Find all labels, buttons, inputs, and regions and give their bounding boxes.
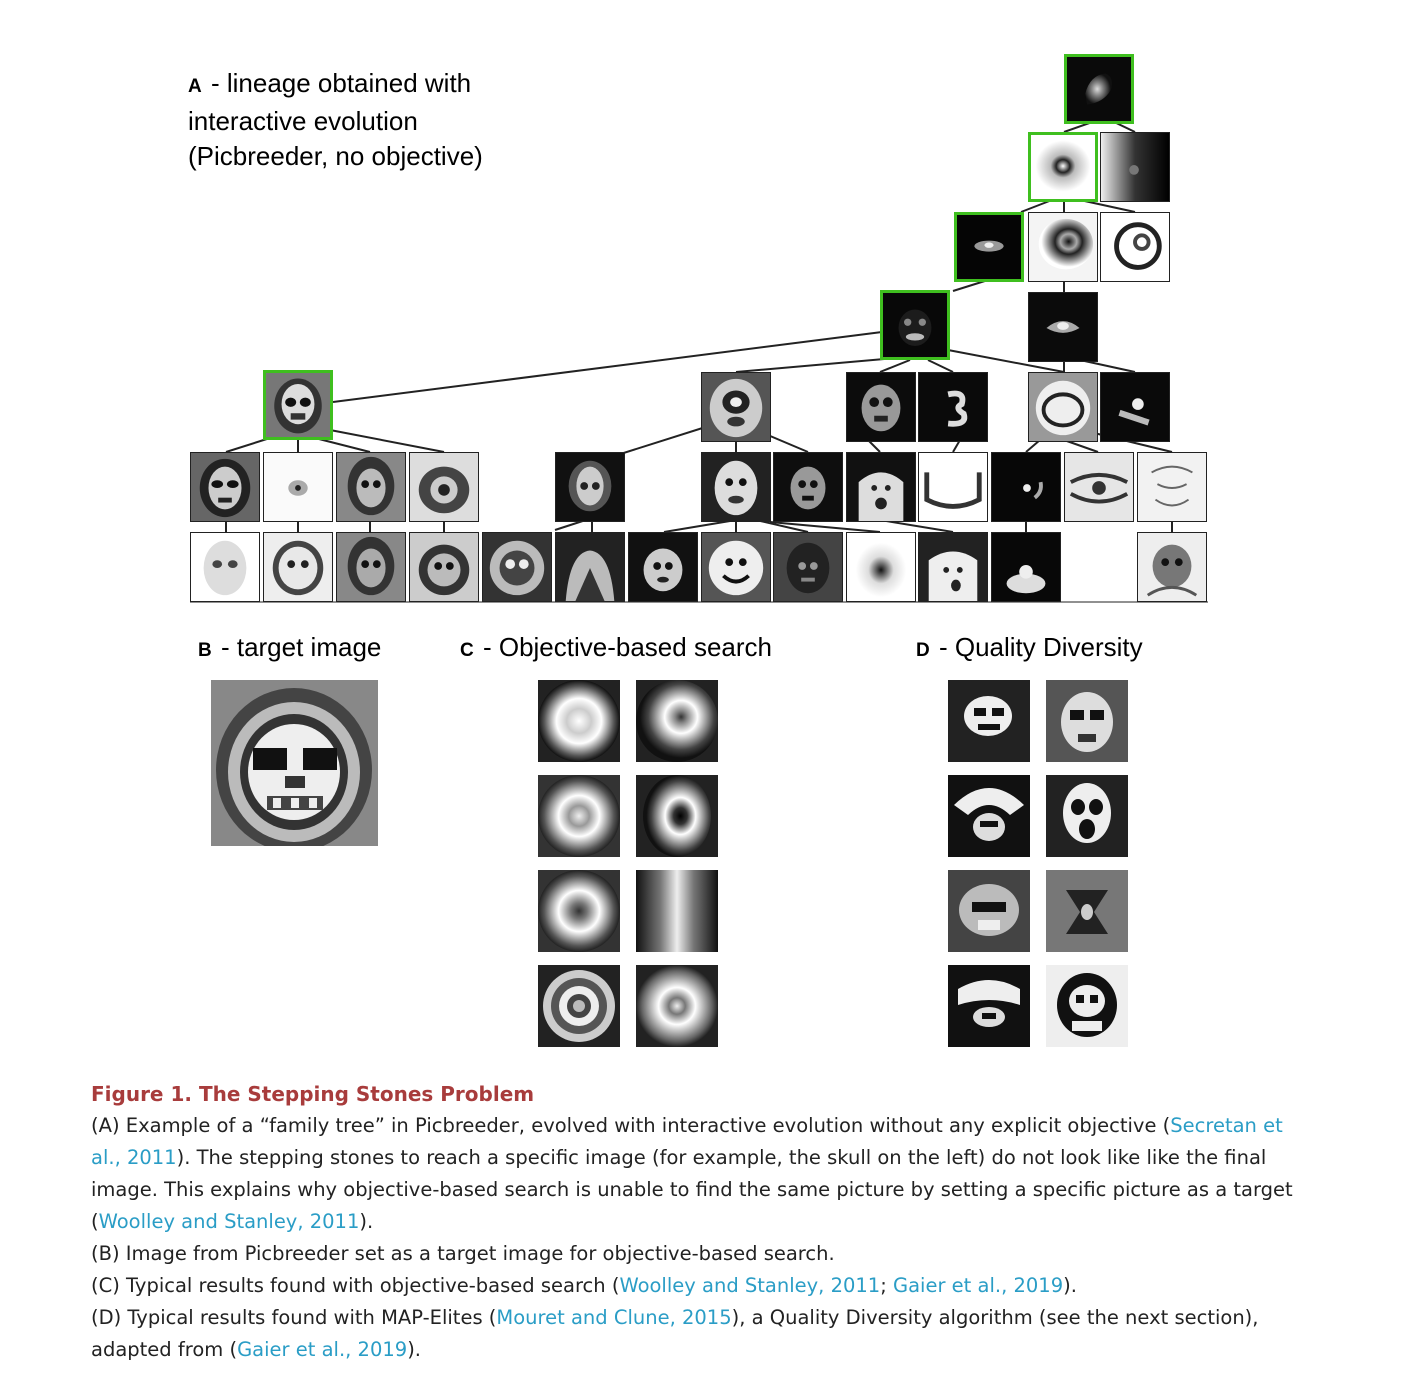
- lineage-image: [1100, 132, 1170, 202]
- caption-a-text: (A) Example of a “family tree” in Picbre…: [91, 1114, 1171, 1137]
- panel-c-text: - Objective-based search: [475, 632, 772, 662]
- lineage-image: [263, 452, 333, 522]
- panel-d-label: D - Quality Diversity: [916, 630, 1143, 668]
- qd-result-image: [1046, 680, 1128, 762]
- lineage-image: [773, 532, 843, 602]
- objective-result-image: [538, 965, 620, 1047]
- qd-result-image: [948, 680, 1030, 762]
- lineage-image: [1100, 212, 1170, 282]
- panel-d-text: - Quality Diversity: [931, 632, 1143, 662]
- lineage-image: [409, 532, 479, 602]
- lineage-image: [701, 372, 771, 442]
- citation-link[interactable]: Gaier et al., 2019: [237, 1338, 408, 1361]
- lineage-image: [701, 452, 771, 522]
- lineage-image: [1100, 372, 1170, 442]
- lineage-image: [846, 372, 916, 442]
- lineage-image: [991, 532, 1061, 602]
- objective-result-image: [636, 775, 718, 857]
- lineage-image: [918, 452, 988, 522]
- panel-b-label: B - target image: [198, 630, 381, 668]
- citation-link[interactable]: Woolley and Stanley, 2011: [619, 1274, 881, 1297]
- lineage-image: [918, 532, 988, 602]
- lineage-image: [409, 452, 479, 522]
- caption-a-text: ). The stepping stones to reach a specif…: [91, 1146, 1293, 1233]
- objective-result-image: [538, 775, 620, 857]
- lineage-image: [846, 452, 916, 522]
- lineage-image: [555, 452, 625, 522]
- objective-result-image: [538, 680, 620, 762]
- panel-a-line1: - lineage obtained with: [203, 68, 472, 98]
- lineage-image: [1028, 372, 1098, 442]
- lineage-image: [482, 532, 552, 602]
- lineage-image: [1137, 532, 1207, 602]
- lineage-image: [701, 532, 771, 602]
- panel-b-text: - target image: [213, 632, 382, 662]
- caption-d-text: ).: [407, 1338, 421, 1361]
- lineage-image: [773, 452, 843, 522]
- lineage-image: [336, 452, 406, 522]
- caption-paragraph-b: (B) Image from Picbreeder set as a targe…: [91, 1242, 835, 1265]
- figure-title: Figure 1. The Stepping Stones Problem: [91, 1082, 535, 1106]
- lineage-image: [1028, 212, 1098, 282]
- lineage-image: [918, 372, 988, 442]
- caption-a-text: ).: [359, 1210, 374, 1233]
- caption-d-text: ), a Quality Diversity algorithm (see th…: [91, 1306, 1259, 1361]
- lineage-image: [991, 452, 1061, 522]
- panel-b-letter: B: [198, 640, 212, 661]
- qd-result-image: [948, 775, 1030, 857]
- citation-link[interactable]: Woolley and Stanley, 2011: [98, 1210, 360, 1233]
- citation-link[interactable]: Mouret and Clune, 2015: [496, 1306, 732, 1329]
- lineage-image: [190, 532, 260, 602]
- figure-caption: Figure 1. The Stepping Stones Problem (A…: [91, 1078, 1313, 1366]
- lineage-image: [1137, 452, 1207, 522]
- lineage-image: [880, 290, 950, 360]
- panel-a-letter: A: [188, 76, 202, 97]
- caption-paragraph-d: (D) Typical results found with MAP-Elite…: [91, 1302, 1313, 1366]
- panel-d-letter: D: [916, 640, 930, 661]
- panel-c-letter: C: [460, 640, 474, 661]
- qd-result-image: [948, 870, 1030, 952]
- caption-c-text: ;: [880, 1274, 893, 1297]
- lineage-image: [190, 452, 260, 522]
- objective-result-image: [538, 870, 620, 952]
- lineage-image: [628, 532, 698, 602]
- objective-result-image: [636, 870, 718, 952]
- panel-a-line2: interactive evolution: [188, 106, 418, 136]
- lineage-image: [846, 532, 916, 602]
- caption-c-text: ).: [1063, 1274, 1077, 1297]
- lineage-image: [1064, 54, 1134, 124]
- lineage-image: [555, 532, 625, 602]
- target-image: [211, 680, 378, 846]
- lineage-image: [263, 532, 333, 602]
- qd-result-image: [948, 965, 1030, 1047]
- panel-a-line3: (Picbreeder, no objective): [188, 141, 483, 171]
- lineage-image: [1028, 132, 1098, 202]
- lineage-image: [954, 212, 1024, 282]
- caption-paragraph-c: (C) Typical results found with objective…: [91, 1270, 1313, 1302]
- qd-result-image: [1046, 775, 1128, 857]
- qd-result-image: [1046, 870, 1128, 952]
- panel-c-label: C - Objective-based search: [460, 630, 772, 668]
- lineage-image: [1064, 452, 1134, 522]
- objective-result-image: [636, 680, 718, 762]
- citation-link[interactable]: Gaier et al., 2019: [892, 1274, 1064, 1297]
- panel-a-label: A - lineage obtained with interactive ev…: [188, 66, 483, 174]
- citation-link[interactable]: Secretan et al., 2011: [91, 1114, 1283, 1169]
- caption-d-text: (D) Typical results found with MAP-Elite…: [91, 1306, 497, 1329]
- lineage-image: [1028, 292, 1098, 362]
- lineage-image: [336, 532, 406, 602]
- caption-c-text: (C) Typical results found with objective…: [91, 1274, 620, 1297]
- caption-paragraph-a: (A) Example of a “family tree” in Picbre…: [91, 1110, 1313, 1238]
- objective-result-image: [636, 965, 718, 1047]
- qd-result-image: [1046, 965, 1128, 1047]
- lineage-image: [263, 370, 333, 440]
